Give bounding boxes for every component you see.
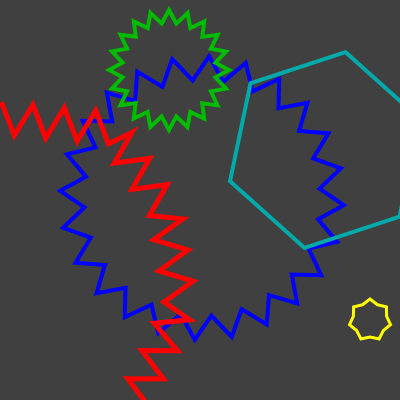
green-zigzag-ring <box>104 5 234 135</box>
shape-layer <box>0 5 400 400</box>
yellow-star <box>347 297 393 341</box>
red-zigzag-line <box>0 99 199 400</box>
blue-zigzag-ring <box>56 52 348 344</box>
cyan-hexagon <box>227 49 400 251</box>
